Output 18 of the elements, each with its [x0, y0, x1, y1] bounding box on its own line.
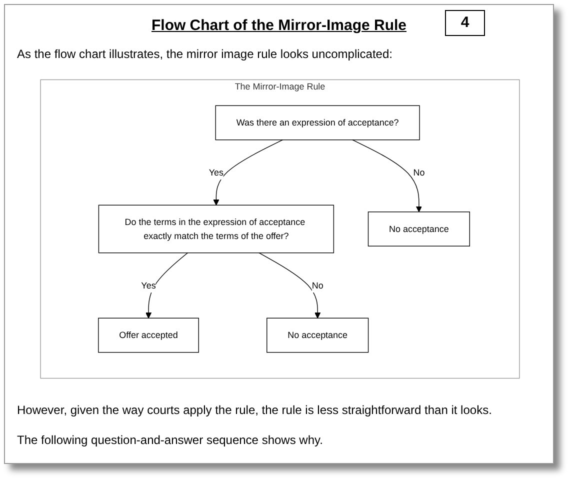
node-box: No acceptance [266, 318, 369, 353]
edge-label: No [312, 280, 324, 291]
body-text: However, given the way courts apply the rule, the rule is less straightforward than it looks. [17, 403, 492, 417]
arrow [258, 252, 321, 318]
edge-label: Yes [141, 280, 156, 291]
node-box: Was there an expression of acceptance? [215, 105, 420, 140]
body-text: The following question-and-answer sequence shows why. [17, 433, 323, 447]
page-number: 4 [445, 10, 485, 36]
arrow [145, 252, 188, 318]
node-box: Offer accepted [98, 318, 199, 353]
arrow [213, 140, 284, 206]
arrow [352, 140, 422, 212]
edge-label: No [413, 167, 425, 178]
page-title: Flow Chart of the Mirror-Image Rule [151, 17, 406, 34]
edge-label: Yes [208, 167, 224, 178]
intro-text: As the flow chart illustrates, the mirror image rule looks uncomplicated: [17, 47, 392, 61]
node-box: No acceptance [368, 212, 470, 246]
node-box: Do the terms in the expression of acceptance exactly match the terms of the offer? [98, 204, 334, 254]
